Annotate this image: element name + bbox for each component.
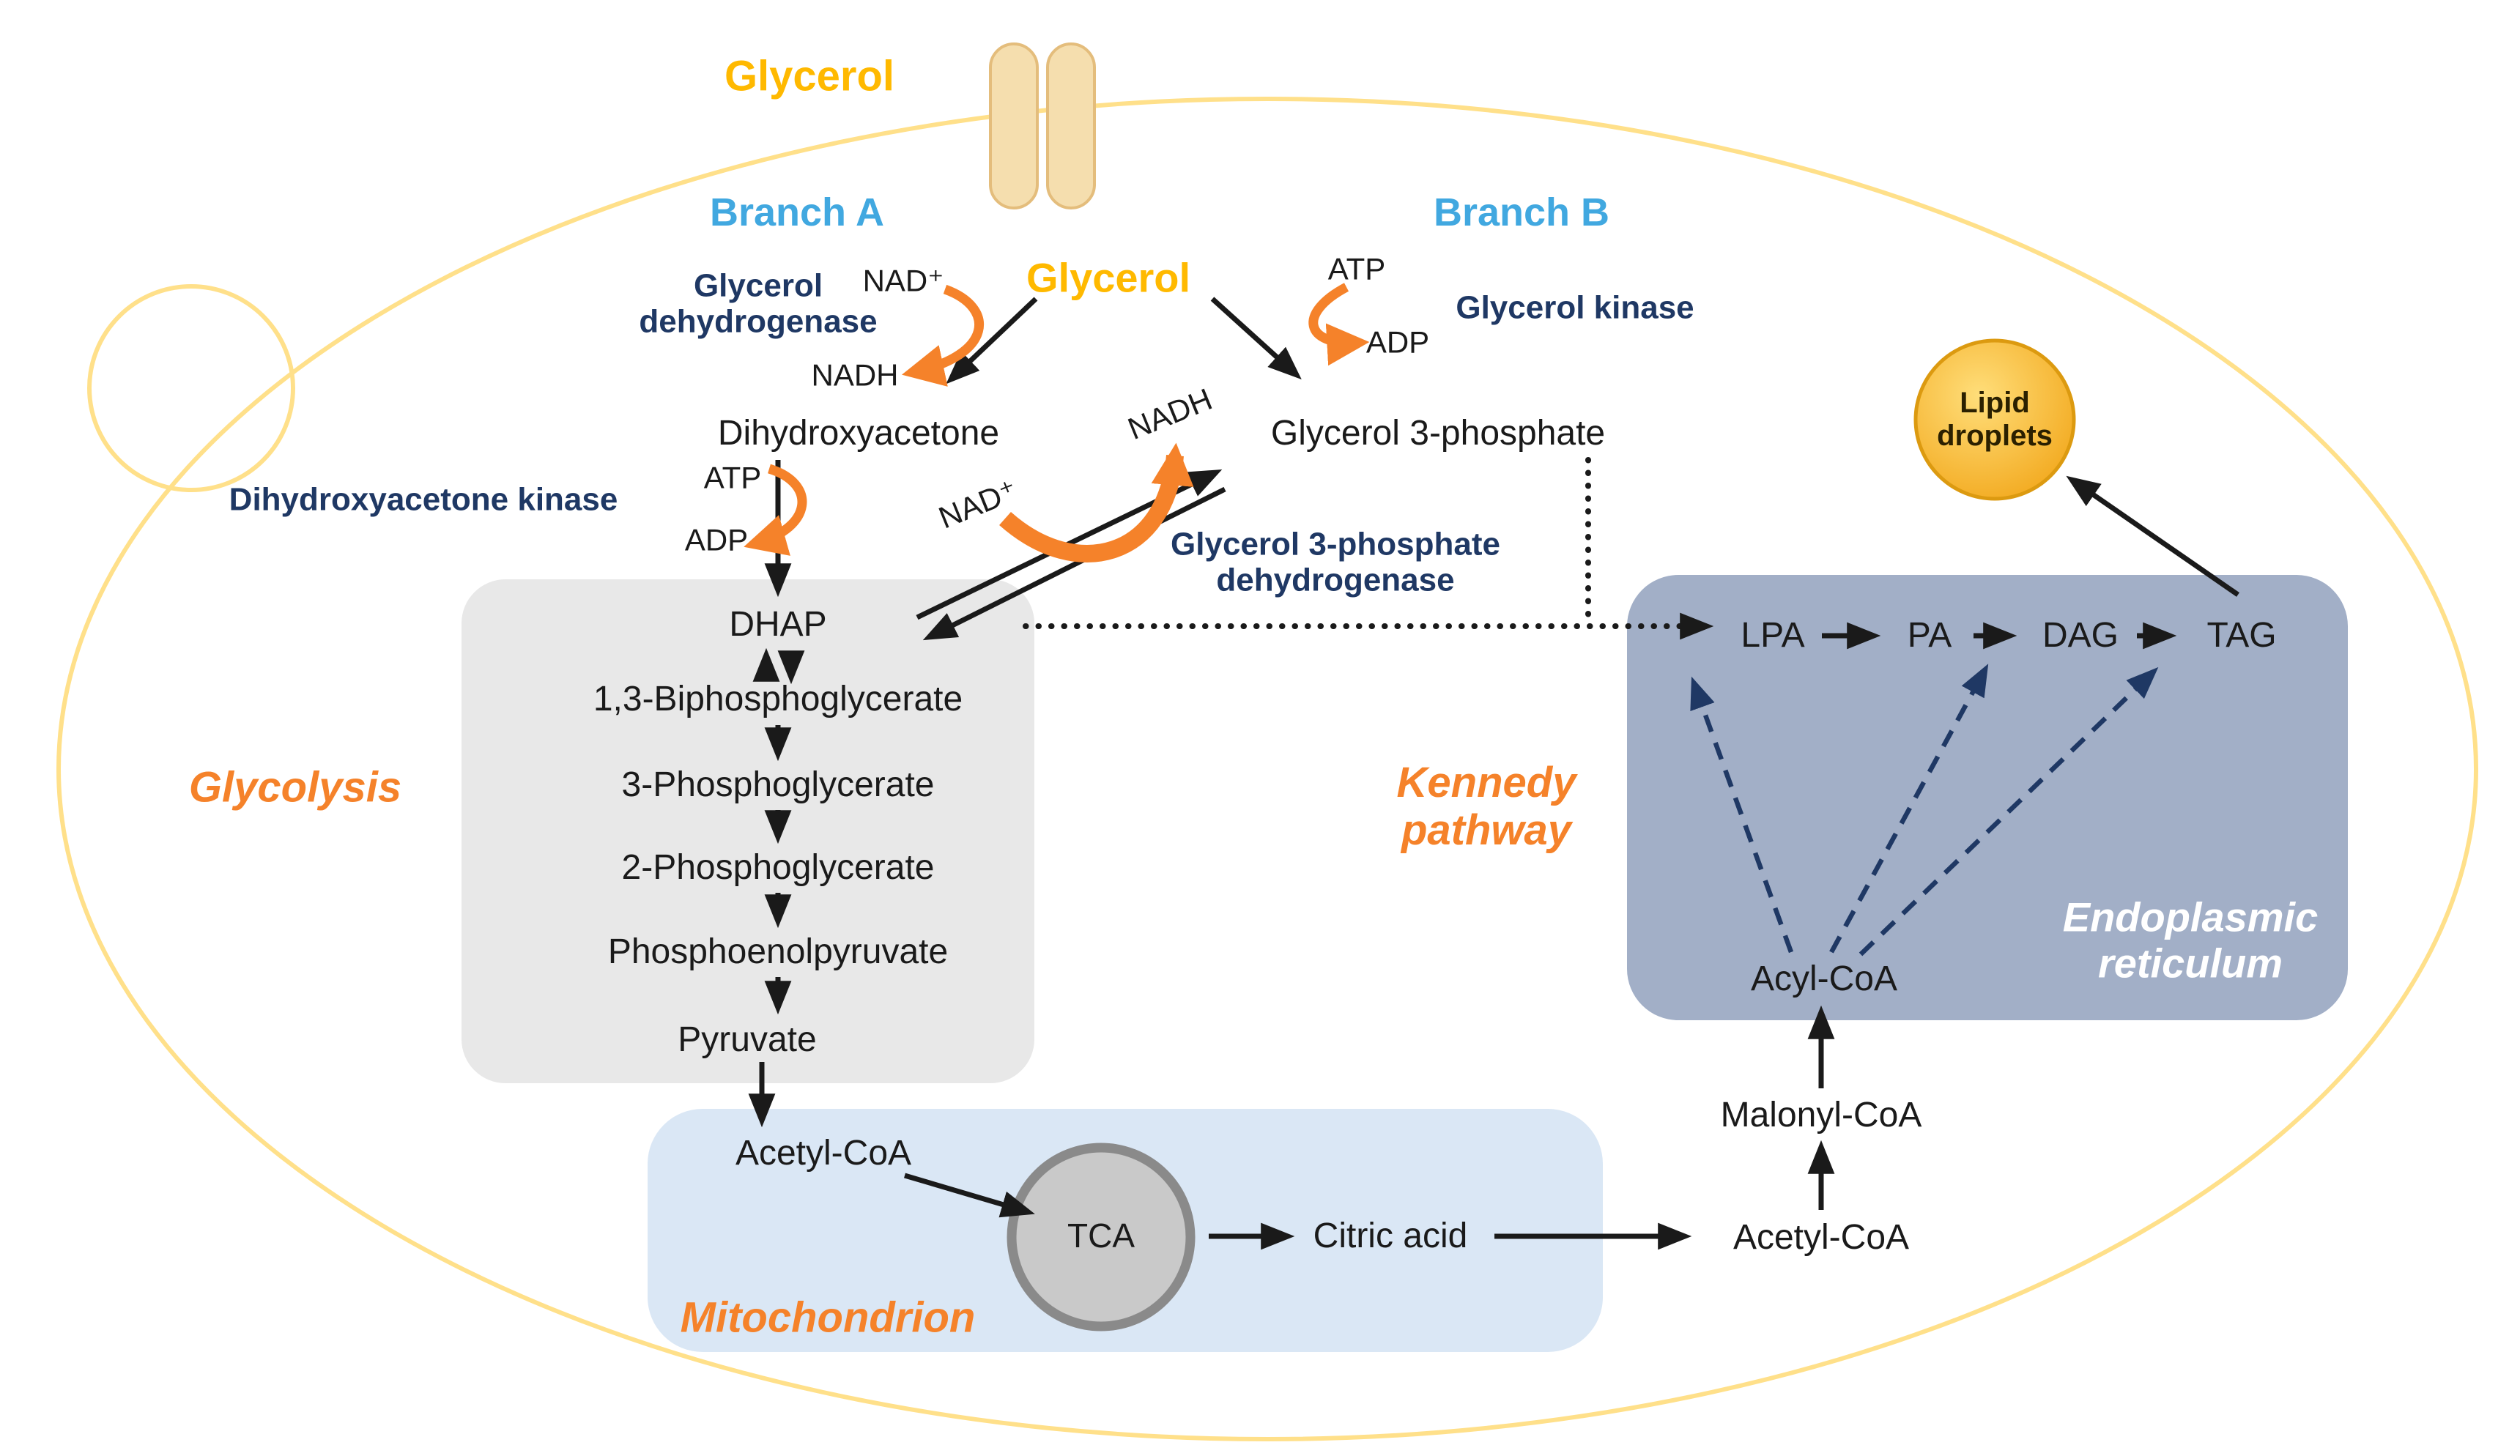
tca-cycle-circle [1007, 1143, 1196, 1331]
glycerol-extracellular-label: Glycerol [724, 52, 895, 100]
cofactor-arc-atp-branch-b [1308, 283, 1370, 366]
cell-bud-outline [87, 284, 295, 492]
dihydroxyacetone-kinase-label: Dihydroxyacetone kinase [229, 481, 618, 518]
pa-label: PA [1907, 616, 1952, 655]
glycerol-kinase-label: Glycerol kinase [1456, 289, 1694, 326]
adp-branch-a-label: ADP [684, 522, 749, 557]
3-phosphoglycerate-label: 3-Phosphoglycerate [621, 765, 935, 805]
nadh-branch-a-label: NADH [811, 357, 899, 393]
arrow-glycerol-to-dihydroxyacetone [946, 297, 1038, 385]
atp-branch-b-label: ATP [1327, 251, 1386, 286]
dhap-label: DHAP [729, 605, 827, 645]
tca-label: TCA [1067, 1217, 1135, 1255]
glycolysis-label: Glycolysis [188, 763, 402, 811]
2-phosphoglycerate-label: 2-Phosphoglycerate [621, 848, 935, 888]
dashed-acylcoa-to-lpa [1690, 676, 1794, 954]
endoplasmic-reticulum-box [1627, 575, 2348, 1020]
lipid-droplets-label: Lipid droplets [1937, 387, 2053, 452]
acetyl-coa-mito-label: Acetyl-CoA [735, 1134, 912, 1173]
endoplasmic-reticulum-label: Endoplasmic reticulum [2062, 894, 2319, 986]
branch-a-label: Branch A [709, 190, 885, 234]
adp-branch-b-label: ADP [1365, 324, 1430, 360]
acyl-coa-label: Acyl-CoA [1750, 959, 1898, 999]
glycerol-dehydrogenase-label: Glycerol dehydrogenase [639, 267, 878, 340]
dihydroxyacetone-label: Dihydroxyacetone [717, 414, 1000, 453]
malonyl-coa-label: Malonyl-CoA [1720, 1096, 1922, 1135]
glycerol-transporter-icon [1046, 42, 1096, 209]
citric-acid-label: Citric acid [1313, 1217, 1468, 1256]
kennedy-pathway-label: Kennedy pathway [1396, 759, 1576, 854]
tag-label: TAG [2206, 616, 2277, 655]
lpa-label: LPA [1741, 616, 1805, 655]
glycerol-3-phosphate-label: Glycerol 3-phosphate [1270, 414, 1606, 453]
cell-outline [56, 97, 2478, 1441]
phosphoenolpyruvate-label: Phosphoenolpyruvate [607, 932, 949, 972]
glycolysis-box [462, 579, 1034, 1083]
atp-branch-a-label: ATP [703, 460, 762, 495]
nad-plus-branch-a-label: NAD⁺ [862, 263, 944, 298]
dag-label: DAG [2042, 616, 2119, 655]
mitochondrion-label: Mitochondrion [680, 1293, 976, 1342]
cofactor-arc-atp-branch-a [744, 464, 807, 556]
pyruvate-label: Pyruvate [678, 1020, 817, 1060]
acetyl-coa-cyto-label: Acetyl-CoA [1732, 1218, 1910, 1258]
arrow-acetylcoa-to-tca [904, 1173, 1035, 1218]
arrow-glycerol-to-g3p [1210, 297, 1302, 380]
dashed-acylcoa-to-tag [1858, 666, 2159, 957]
g3p-dehydrogenase-label: Glycerol 3-phosphate dehydrogenase [1171, 526, 1500, 598]
dashed-acylcoa-to-pa-dag [1829, 664, 1989, 954]
arrow-tag-to-lipid-droplets [2066, 475, 2239, 597]
glycerol-intracellular-label: Glycerol [1026, 254, 1191, 301]
arrow-g3p-to-dhap [922, 486, 1226, 641]
cofactor-arc-nad-g3p-dehydrogenase [999, 442, 1194, 562]
lipid-droplet-circle [1913, 338, 2076, 501]
biphosphoglycerate-label: 1,3-Biphosphoglycerate [593, 680, 963, 719]
cofactor-arc-nad-branch-a [901, 284, 985, 387]
glycerol-transporter-icon [989, 42, 1039, 209]
branch-b-label: Branch B [1433, 190, 1610, 234]
